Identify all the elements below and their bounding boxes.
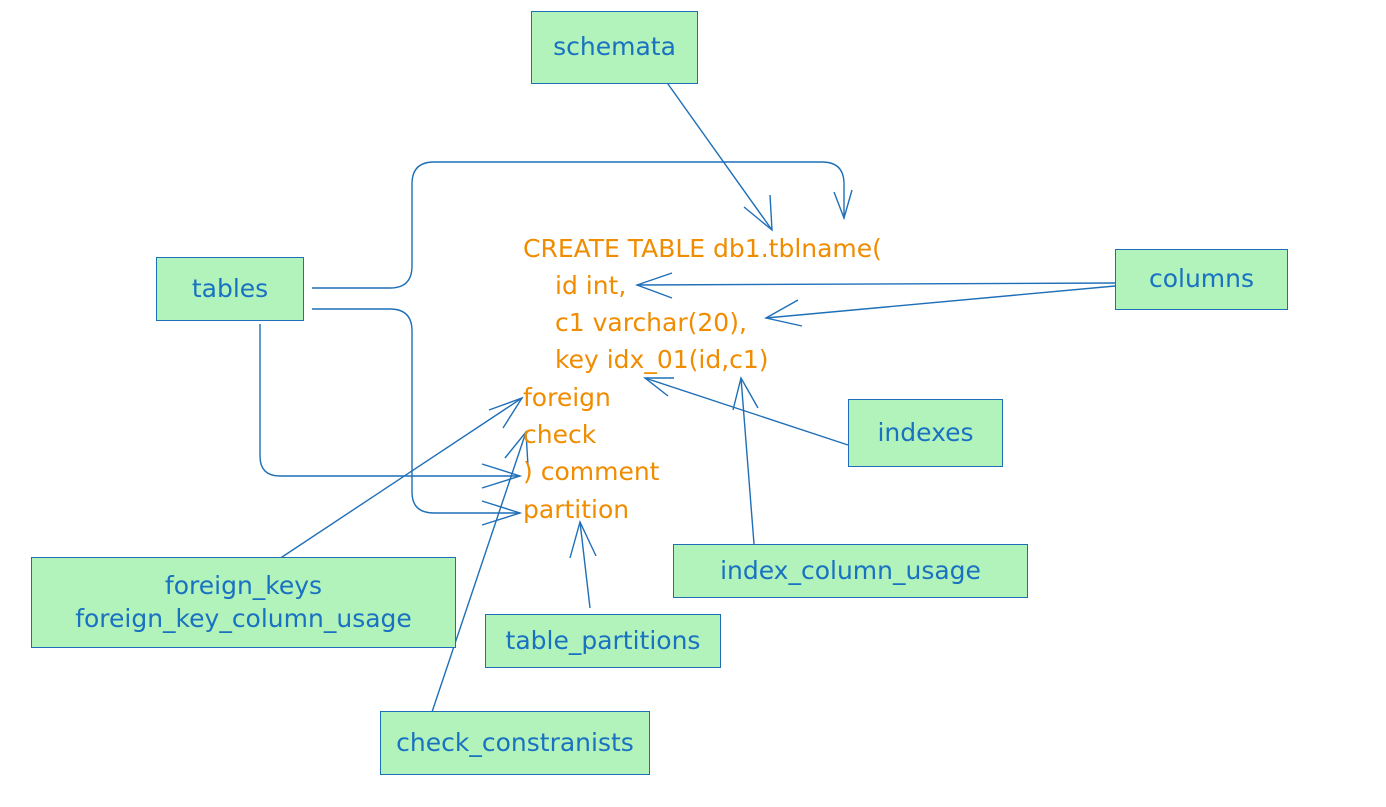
sql-line-comment: ) comment	[523, 457, 660, 486]
columns-box: columns	[1115, 249, 1288, 310]
arrow-index-column-usage-to-key	[732, 376, 759, 545]
table-partitions-box: table_partitions	[485, 614, 721, 668]
indexes-box: indexes	[848, 399, 1003, 467]
arrow-indexes-to-key	[642, 377, 849, 446]
schemata-label: schemata	[553, 32, 676, 62]
arrow-partitions-to-partition	[569, 519, 597, 609]
sql-line-c1: c1 varchar(20),	[555, 308, 747, 337]
indexes-label: indexes	[877, 417, 974, 447]
arrow-tables-to-comment	[259, 324, 523, 489]
check-constraints-label: check_constranists	[396, 727, 634, 757]
arrow-foreign-keys-to-foreign	[269, 396, 524, 566]
index-column-usage-label: index_column_usage	[720, 555, 981, 585]
table-partitions-label: table_partitions	[505, 625, 701, 655]
schemata-box: schemata	[531, 11, 698, 84]
foreign-key-column-usage-label: foreign_key_column_usage	[75, 603, 412, 633]
sql-line-id: id int,	[555, 271, 627, 300]
sql-line-key: key idx_01(id,c1)	[555, 345, 769, 374]
check-constraints-box: check_constranists	[380, 711, 650, 775]
sql-line-foreign: foreign	[523, 383, 611, 412]
sql-line-create: CREATE TABLE db1.tblname(	[523, 234, 882, 263]
index-column-usage-box: index_column_usage	[673, 544, 1028, 598]
sql-line-partition: partition	[523, 495, 630, 524]
arrow-columns-to-id	[634, 272, 1116, 299]
foreign-keys-box: foreign_keys foreign_key_column_usage	[31, 557, 456, 648]
tables-box: tables	[156, 257, 304, 321]
arrow-schemata-to-db	[657, 69, 773, 232]
sql-line-check: check	[523, 420, 597, 449]
arrow-tables-to-tblname	[312, 161, 853, 289]
columns-label: columns	[1148, 264, 1255, 294]
arrow-columns-to-c1	[764, 285, 1116, 327]
foreign-keys-label: foreign_keys	[164, 571, 323, 600]
tables-label: tables	[191, 273, 269, 303]
arrow-tables-to-partition	[312, 308, 523, 526]
arrow-check-to-check	[431, 430, 529, 713]
